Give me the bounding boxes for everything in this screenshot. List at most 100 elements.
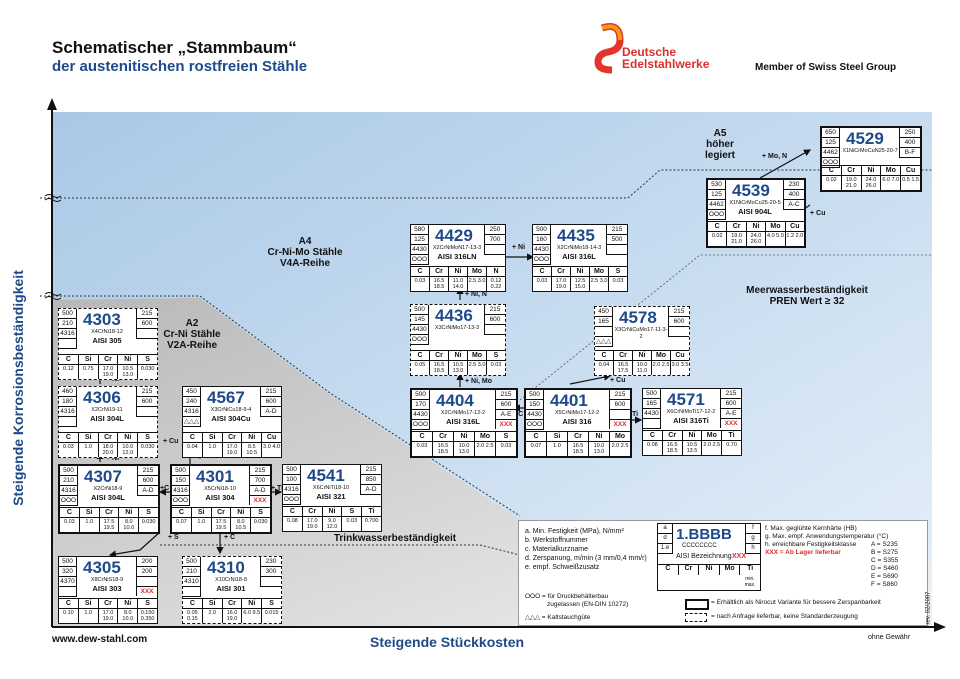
card-value-1: 17.0 19.0 — [552, 277, 571, 291]
card-element-4: Ti — [728, 432, 735, 439]
legend-item-g: g. Max. empf. Anwendungstemperatur (°C) — [765, 533, 889, 540]
card-value-0: 0.02 — [822, 176, 842, 190]
card-value-3: 6.0 9.5 — [242, 609, 263, 623]
arrow-4539-4529 — [759, 149, 812, 179]
sample-aisi: AISI Bezeichnung — [676, 553, 732, 560]
card-field-d: △△△ — [183, 417, 201, 427]
card-field-h — [484, 245, 505, 255]
class-f: F = S860 — [871, 581, 898, 588]
legend-sample-card: a d 1.e f g h 1.BBBB CCCCCCCC AISI Bezei… — [657, 523, 761, 591]
card-designation: X1NiCrMoCu25-20-5 — [729, 200, 781, 206]
region-a5-label: A5 höher legiert — [690, 128, 750, 161]
card-element-3: Mo — [881, 166, 902, 175]
card-element-1: Si — [79, 599, 99, 608]
card-value-3: 0.03 — [342, 517, 363, 531]
card-value-3: 2.5 3.0 — [468, 277, 487, 291]
arrow-label-ti2: + Ti — [626, 411, 639, 418]
card-field-h — [136, 329, 157, 339]
card-value-2: 17.0 19.0 — [99, 365, 119, 379]
trink-boundary — [160, 544, 521, 556]
card-element-2: Cr — [99, 599, 119, 608]
card-number: 4306 — [83, 388, 121, 407]
card-aisi: AISI 304L — [90, 414, 124, 423]
card-field-f: 215 — [484, 305, 505, 315]
card-value-0: 0.03 — [411, 277, 430, 291]
brand-line-1: Deutsche — [622, 45, 677, 59]
card-designation: X1NiCrMoCuN25-20-7 — [842, 148, 898, 154]
card-field-c: 4370 — [59, 577, 77, 587]
sample-letter-f: f — [745, 524, 760, 534]
card-field-b: 210 — [60, 476, 78, 486]
card-field-g: 700 — [249, 476, 270, 486]
arrow-label-c3: +C — [514, 411, 524, 418]
card-value-4: 0.03 — [490, 362, 502, 368]
card-field-f: 230 — [783, 180, 804, 190]
sample-letter-d: d — [658, 534, 673, 544]
card-field-c — [595, 327, 613, 337]
card-element-3: Ni — [118, 355, 139, 364]
card-element-3: Mo — [702, 431, 723, 440]
card-field-b: 150 — [172, 476, 190, 486]
card-field-g: 400 — [783, 190, 804, 200]
legend-ooo-note: OOO = für Druckbehälterbau zugelassen (E… — [525, 593, 628, 609]
card-field-b: 240 — [183, 397, 201, 407]
card-element-0: C — [411, 267, 430, 276]
card-value-1: 16.5 17.5 — [614, 361, 633, 375]
card-field-f: 215 — [495, 390, 516, 400]
card-field-a: 450 — [183, 387, 201, 397]
region-a4-l1: A4 — [298, 236, 312, 247]
card-value-1: 1.0 — [79, 443, 99, 457]
card-field-c: 4430 — [533, 245, 551, 255]
website-link[interactable]: www.dew-stahl.com — [52, 634, 148, 645]
card-value-2: 11.0 14.0 — [449, 277, 468, 291]
card-element-4: N — [493, 268, 499, 275]
card-value-2: 17.5 19.5 — [100, 518, 120, 532]
card-field-d: OOO — [283, 495, 301, 505]
card-element-2: Cr — [100, 508, 120, 517]
card-field-c: 4316 — [283, 485, 301, 495]
card-field-h — [136, 577, 157, 587]
card-value-0: 0.03 — [60, 518, 80, 532]
card-aisi: AISI 316L — [562, 252, 596, 261]
card-designation: X3CrNiCuMo17-11-3-2 — [614, 327, 668, 340]
member-text: Member of Swiss Steel Group — [755, 62, 897, 73]
card-value-1: 1.0 — [79, 609, 99, 623]
card-field-a: 580 — [411, 225, 429, 235]
card-value-2: 17.0 19.0 — [223, 443, 243, 457]
card-element-3: Ni — [589, 432, 610, 441]
card-value-0: 0.03 — [412, 442, 433, 456]
card-stock-mark: XXX — [136, 587, 157, 596]
card-value-1: 1.0 — [547, 442, 568, 456]
card-value-2: 10.0 11.0 — [633, 361, 652, 375]
card-field-g: 300 — [260, 567, 281, 577]
card-number: 4404 — [436, 391, 474, 410]
card-field-g: 500 — [606, 235, 627, 245]
card-field-c: 4430 — [526, 410, 544, 420]
card-element-4: Mo — [614, 433, 626, 440]
card-element-1: Si — [79, 355, 99, 364]
legend-xxx-note: XXX = Ab Lager lieferbar — [765, 549, 841, 556]
card-element-3: Mo — [766, 222, 786, 231]
card-aisi: AISI 316L — [446, 417, 480, 426]
card-value-0: 0.03 — [59, 443, 79, 457]
card-field-d: OOO — [411, 335, 429, 345]
card-value-0: 0.05 — [411, 361, 430, 375]
card-element-1: Cr — [433, 432, 454, 441]
title-line-2: der austenitischen rostfreien Stähle — [52, 58, 308, 75]
card-value-2: 9.0 12.0 — [323, 517, 343, 531]
card-element-3: Mo — [468, 351, 487, 360]
card-element-4: Cu — [905, 167, 916, 174]
legend-item-h: h. erreichbare Festigkeitsklasse — [765, 541, 857, 548]
